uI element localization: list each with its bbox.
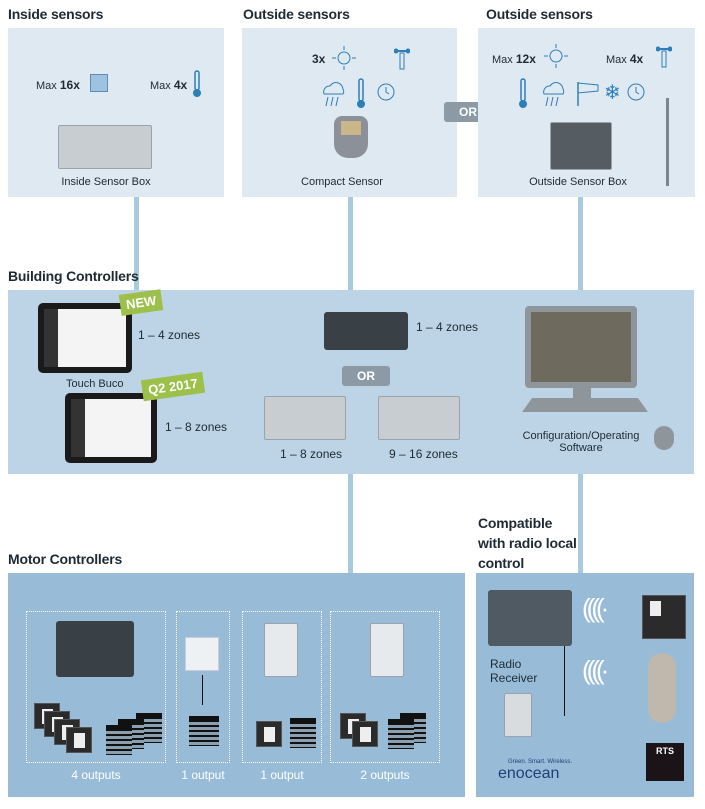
building-controllers-panel: NEW 1 – 4 zones Touch Buco Q2 2017 1 – 8… bbox=[8, 289, 694, 474]
touch-buco-large-tablet-image bbox=[65, 393, 157, 463]
connector-line bbox=[348, 474, 353, 574]
controller-8-zone-image bbox=[264, 396, 346, 440]
sun-icon bbox=[544, 44, 568, 68]
thermometer-icon bbox=[519, 78, 527, 108]
outside-sensors-panel: Max 12x Max 4x ❄ Outside Sensor Box bbox=[478, 28, 695, 197]
connector-line bbox=[578, 474, 583, 574]
wall-switch-image bbox=[352, 721, 378, 747]
sun-icon bbox=[332, 46, 356, 70]
section-title: Outside sensors bbox=[486, 6, 593, 22]
radio-control-panel: ((((· ((((· Radio Receiver Green. Smart.… bbox=[476, 573, 694, 797]
motor-controllers-panel: 4 outputs 1 output 1 output 2 outputs bbox=[8, 573, 465, 797]
compact-sensor-image bbox=[334, 116, 368, 158]
motor-group-4 bbox=[26, 611, 166, 763]
section-title: Inside sensors bbox=[8, 6, 104, 22]
wall-switch-image bbox=[256, 721, 282, 747]
thermometer-icon bbox=[357, 78, 365, 108]
touch-buco-tablet-image bbox=[38, 303, 132, 373]
anemometer-icon bbox=[394, 48, 410, 70]
computer-monitor-image bbox=[525, 306, 637, 388]
weather-mast-image bbox=[666, 98, 669, 186]
device-label: Outside Sensor Box bbox=[529, 176, 627, 188]
radio-controller-image bbox=[488, 590, 572, 646]
motor-group-2 bbox=[330, 611, 440, 763]
radio-waves-icon: ((((· bbox=[582, 593, 609, 623]
controller-16-zone-image bbox=[378, 396, 460, 440]
motor-controller-1-image bbox=[264, 623, 298, 677]
controller-4-zone-image bbox=[324, 312, 408, 350]
blind-image bbox=[189, 716, 219, 746]
rts-logo: RTS bbox=[646, 743, 684, 781]
connector-line bbox=[348, 196, 353, 292]
motor-group-1a bbox=[176, 611, 230, 763]
connector-line bbox=[578, 196, 583, 292]
radio-waves-icon: ((((· bbox=[582, 655, 609, 685]
q2-2017-badge: Q2 2017 bbox=[140, 371, 206, 402]
window-contact-icon bbox=[90, 74, 108, 92]
rain-icon bbox=[543, 82, 565, 107]
outside-sensor-box-image bbox=[550, 122, 612, 170]
radio-receiver-image bbox=[504, 693, 532, 737]
rts-remote-image bbox=[648, 653, 676, 723]
keyboard-image bbox=[522, 398, 648, 412]
rts-wall-switch-image bbox=[642, 595, 686, 639]
snowflake-icon: ❄ bbox=[604, 82, 621, 104]
clock-icon bbox=[627, 83, 645, 101]
clock-icon bbox=[377, 83, 395, 101]
blind-image bbox=[290, 718, 316, 748]
or-badge: OR bbox=[342, 366, 390, 386]
section-title: Motor Controllers bbox=[8, 551, 123, 567]
anemometer-icon bbox=[656, 46, 672, 68]
section-title: Building Controllers bbox=[8, 268, 139, 284]
wall-receiver-image bbox=[185, 637, 219, 671]
rain-icon bbox=[323, 82, 345, 107]
thermometer-icon bbox=[193, 70, 201, 97]
enocean-logo: Green. Smart. Wireless. enocean bbox=[498, 759, 573, 782]
inside-sensor-box-image bbox=[58, 125, 152, 169]
inside-sensors-panel: Max 16x Max 4x Inside Sensor Box bbox=[8, 28, 224, 197]
compact-sensor-panel: 3x Compact Sensor bbox=[242, 28, 457, 197]
windsock-icon bbox=[577, 82, 599, 106]
motor-controller-2-image bbox=[370, 623, 404, 677]
wall-switch-image bbox=[66, 727, 92, 753]
section-title: Compatible with radio local control bbox=[478, 515, 577, 571]
device-label: Compact Sensor bbox=[301, 176, 383, 188]
new-badge: NEW bbox=[118, 289, 164, 316]
mouse-image bbox=[654, 426, 674, 450]
motor-group-1b bbox=[242, 611, 322, 763]
blind-image bbox=[388, 719, 414, 749]
arrow-down bbox=[202, 675, 203, 705]
section-title: Outside sensors bbox=[243, 6, 350, 22]
blind-image bbox=[106, 725, 132, 755]
motor-controller-4-image bbox=[56, 621, 134, 677]
device-label: Inside Sensor Box bbox=[61, 176, 151, 188]
connector-line bbox=[134, 196, 139, 292]
